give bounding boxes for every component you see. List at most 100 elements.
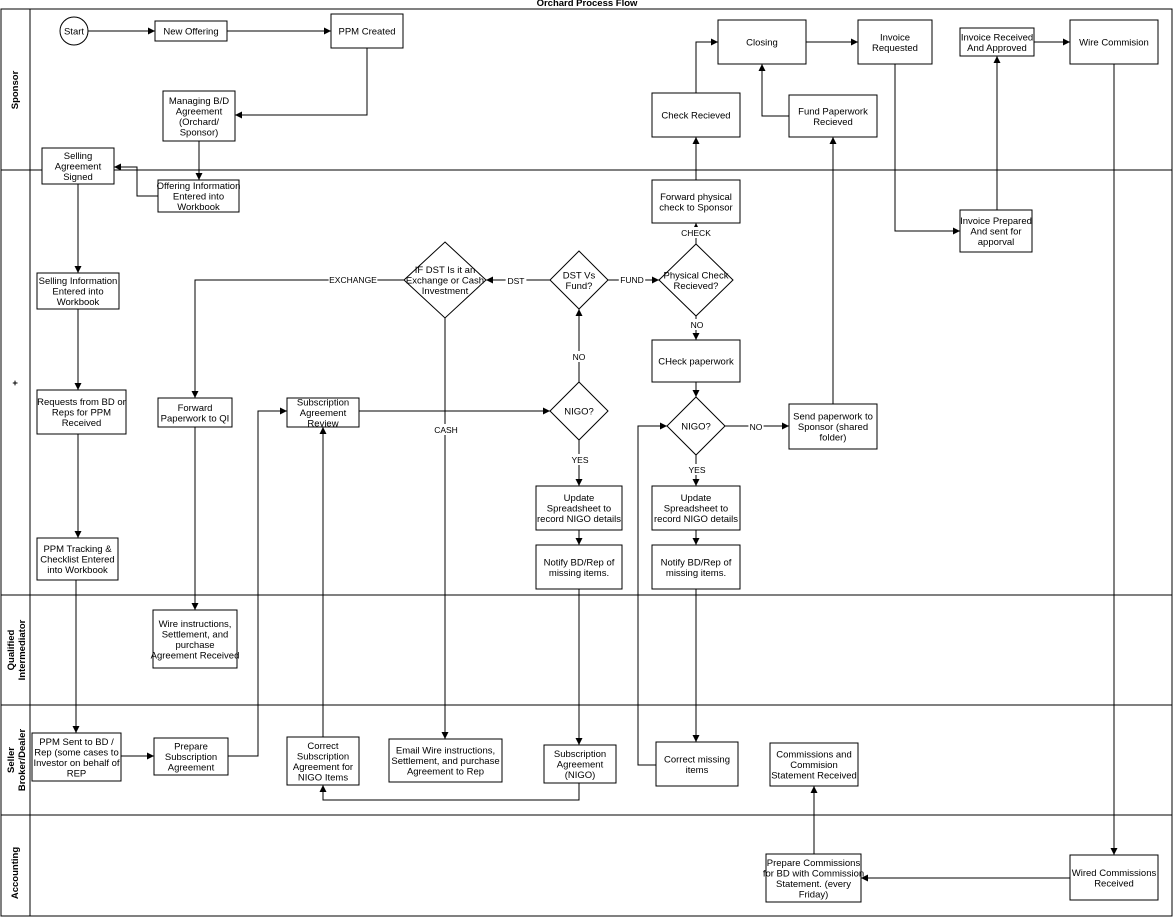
edge-e-subnigo-correctsub bbox=[319, 783, 580, 801]
node-label: New Offering bbox=[163, 27, 218, 38]
node-new-offering: New Offering bbox=[154, 20, 228, 42]
node-label: Start bbox=[64, 27, 84, 38]
edge-label-e-ifdst-email: CASH bbox=[432, 424, 460, 435]
edge-label-e-nigo1-update1: YES bbox=[569, 454, 591, 465]
node-closing: Closing bbox=[717, 19, 807, 65]
node-label: NIGO? bbox=[564, 407, 594, 418]
edge-label-e-physical-forwardcheck: CHECK bbox=[680, 227, 712, 238]
svg-text:EXCHANGE: EXCHANGE bbox=[329, 275, 377, 285]
edge-e-fund-closing bbox=[758, 64, 789, 117]
edge-label-e-nigo2-update2: YES bbox=[686, 464, 708, 475]
node-wire-commision: Wire Commision bbox=[1069, 19, 1159, 65]
node-check-paperwork: CHeck paperwork bbox=[651, 339, 741, 383]
edge-e-checkreceived-closing bbox=[695, 38, 718, 93]
node-nigo1: NIGO? bbox=[549, 381, 609, 441]
edge-label-e-nigo1-dst: NO bbox=[571, 351, 587, 362]
node-email-wire: Email Wire instructions,Settlement, and … bbox=[388, 738, 503, 783]
node-label: CHeck paperwork bbox=[658, 357, 734, 368]
svg-text:NO: NO bbox=[750, 422, 763, 432]
edge-e-prepare-review bbox=[228, 407, 287, 757]
node-check-received: Check Recieved bbox=[651, 92, 741, 138]
node-nigo2: NIGO? bbox=[666, 396, 726, 456]
svg-text:NO: NO bbox=[573, 352, 586, 362]
diagram-title: Orchard Process Flow bbox=[537, 0, 638, 9]
edge-e-offering-selling bbox=[114, 163, 158, 197]
edge-labels: NO DST EXCHANGE CASH FUND CHECK NO NO YES YES bbox=[328, 227, 764, 475]
node-label: NIGO? bbox=[681, 422, 711, 433]
svg-text:DST: DST bbox=[508, 276, 525, 286]
lane-label-sponsor: Sponsor bbox=[10, 70, 21, 109]
node-start: Start bbox=[59, 16, 89, 46]
node-ppm-created: PPM Created bbox=[330, 13, 404, 49]
edge-label-e-nigo2-send: NO bbox=[748, 421, 764, 432]
edge-e-ifdst-forwardqi bbox=[191, 279, 404, 398]
lane-label-plus: + bbox=[10, 380, 21, 386]
edge-label-e-dst-ifdst: DST bbox=[505, 275, 527, 286]
lane-label-accounting: Accounting bbox=[10, 847, 21, 899]
edge-e-ppm-managing bbox=[235, 48, 368, 119]
svg-text:CHECK: CHECK bbox=[681, 228, 711, 238]
edge-label-e-ifdst-forwardqi: EXCHANGE bbox=[328, 274, 378, 285]
svg-text:YES: YES bbox=[688, 465, 705, 475]
svg-text:FUND: FUND bbox=[620, 275, 644, 285]
edge-label-e-physical-checkpaper: NO bbox=[689, 319, 705, 330]
svg-text:YES: YES bbox=[571, 455, 588, 465]
swimlanes: Sponsor + QualifiedIntermediator SellerB… bbox=[0, 8, 1173, 917]
node-label: Email Wire instructions,Settlement, and … bbox=[391, 746, 499, 778]
edge-e-correct-nigo2 bbox=[637, 422, 667, 766]
lane-label-seller-broker-dealer: SellerBroker/Dealer bbox=[6, 729, 28, 792]
node-label: Closing bbox=[746, 38, 778, 49]
